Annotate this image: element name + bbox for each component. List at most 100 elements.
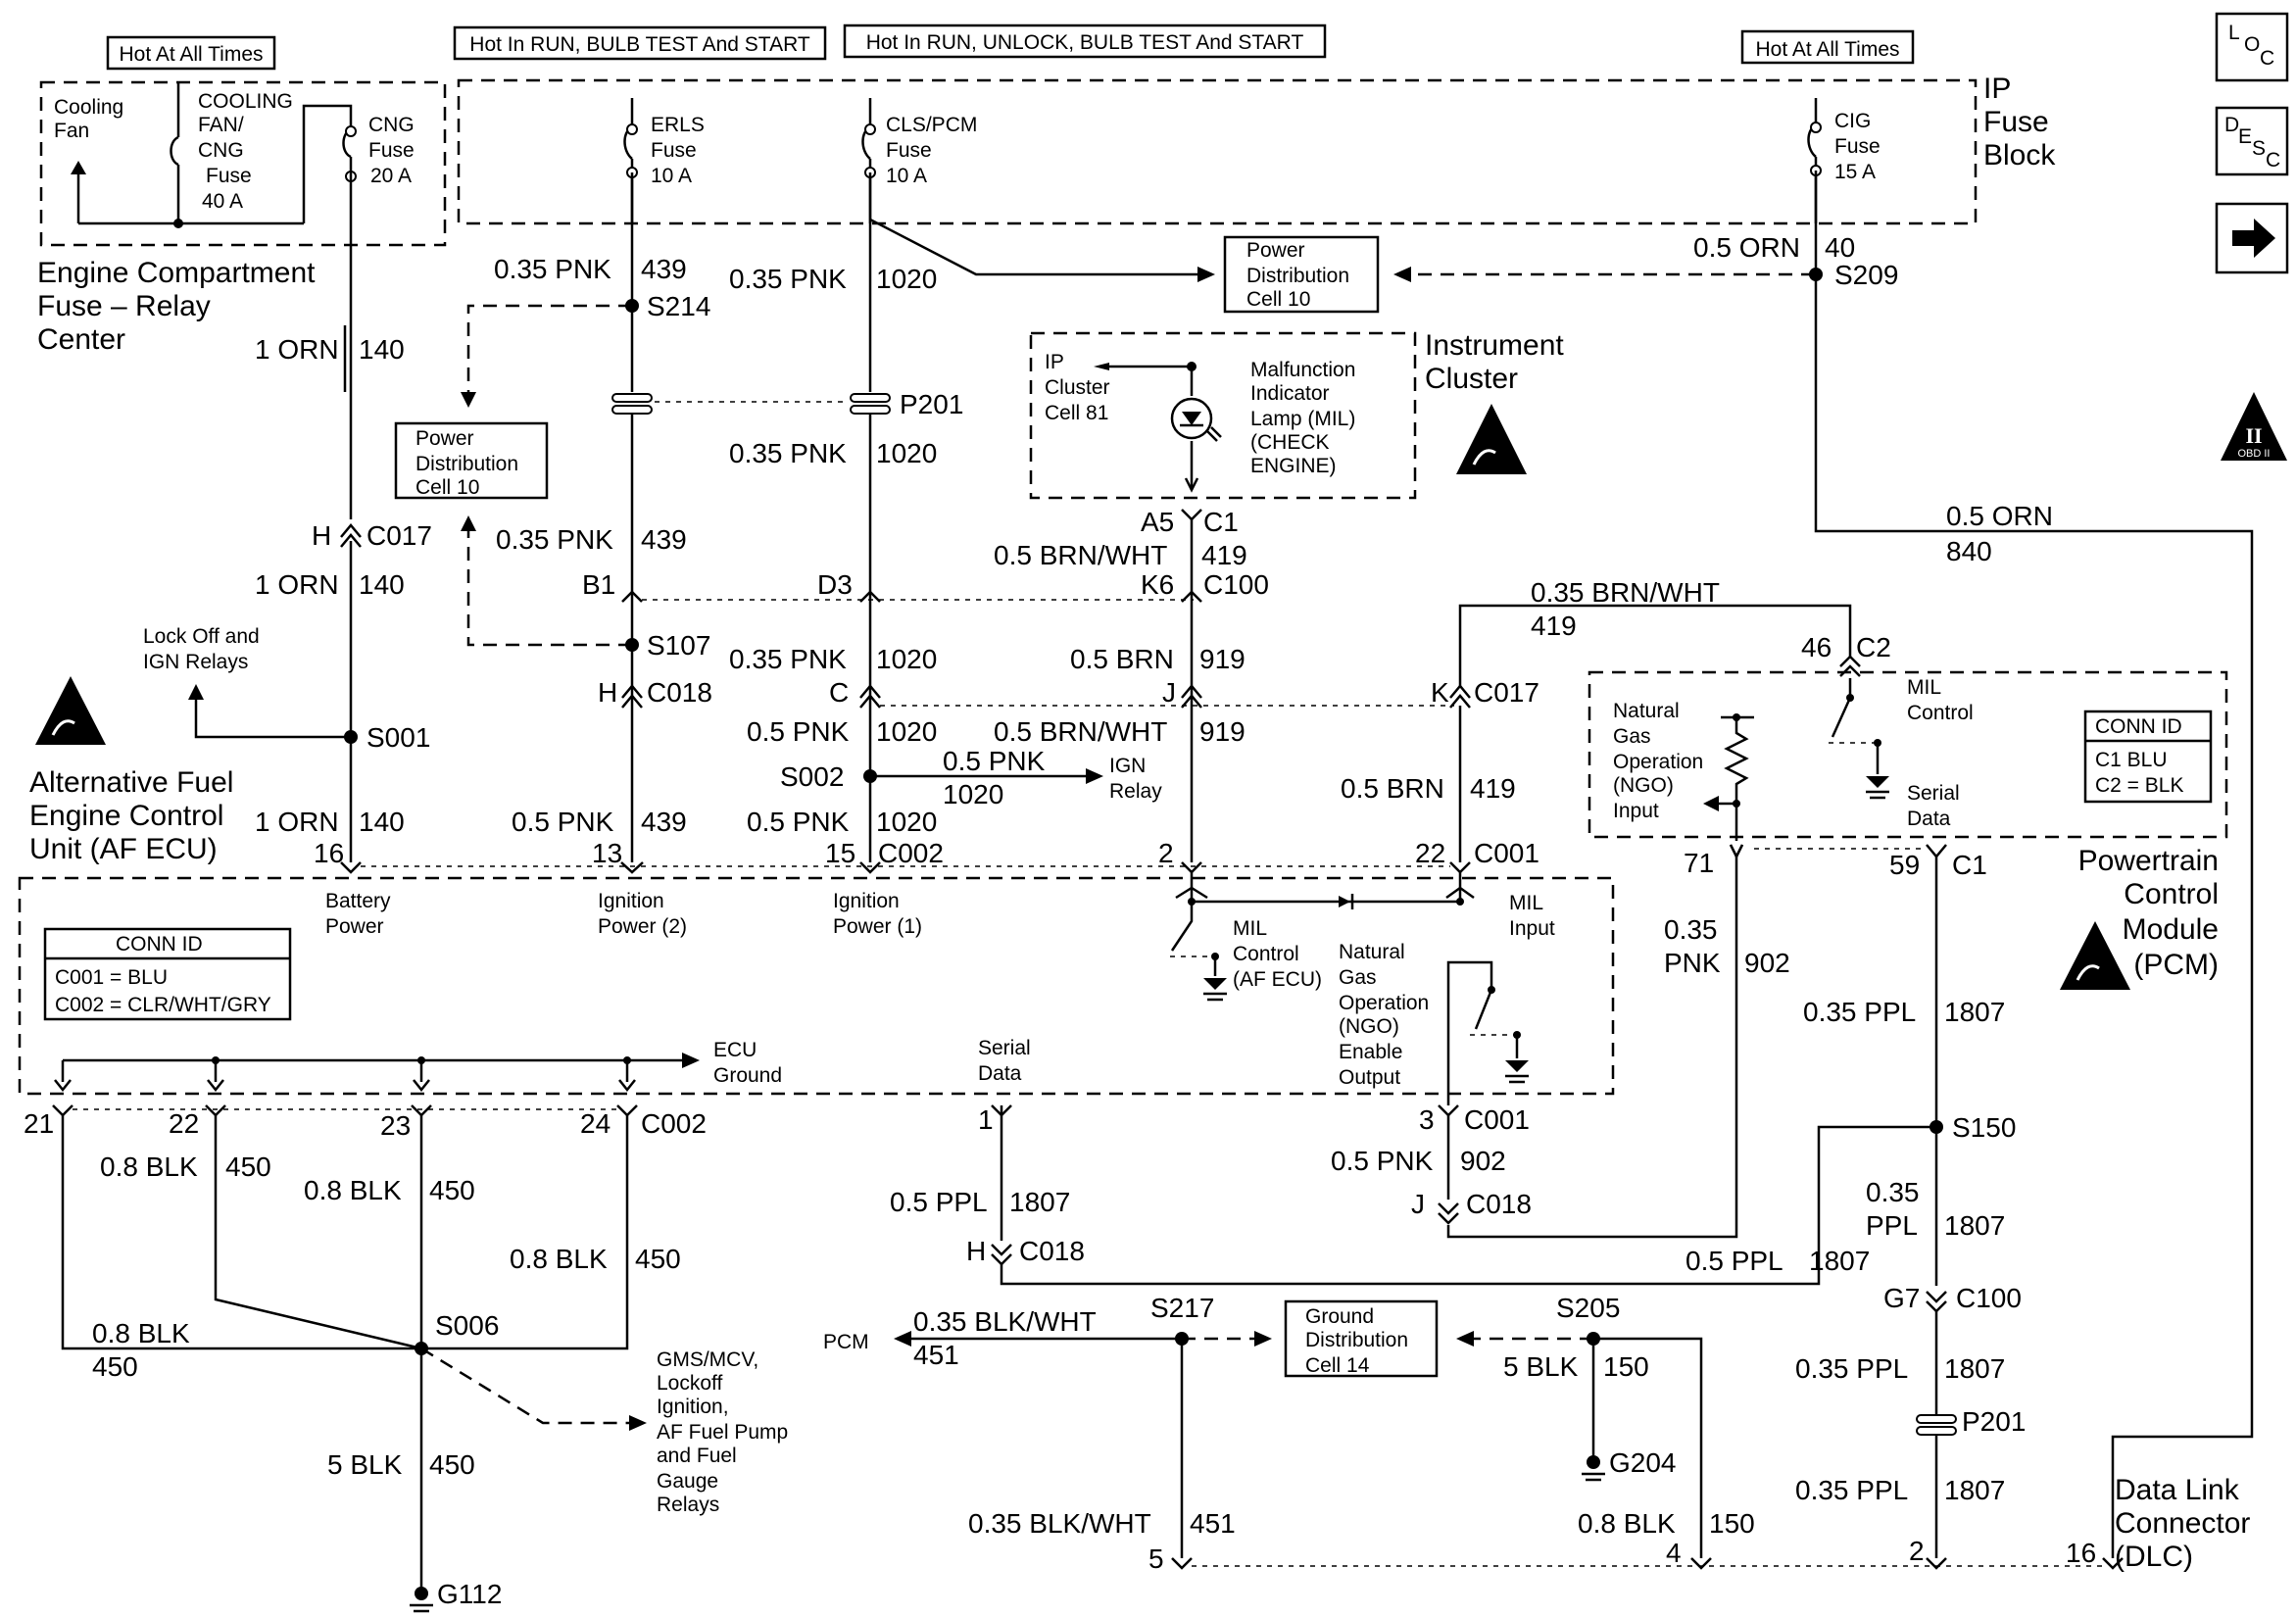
svg-text:Power (1): Power (1): [833, 915, 922, 938]
svg-text:902: 902: [1460, 1146, 1506, 1176]
svg-text:1020: 1020: [876, 438, 937, 468]
svg-text:Powertrain: Powertrain: [2078, 845, 2219, 877]
power-header-4-text: Hot At All Times: [1755, 38, 1899, 61]
svg-text:0.5 ORN: 0.5 ORN: [1693, 232, 1800, 263]
svg-text:Power: Power: [325, 915, 384, 938]
svg-text:L: L: [2228, 22, 2240, 44]
svg-text:(NGO): (NGO): [1613, 774, 1674, 797]
svg-text:D3: D3: [817, 569, 853, 600]
power-distribution-cell10-right[interactable]: Power Distribution Cell 10: [1223, 235, 1380, 314]
svg-text:G7: G7: [1883, 1283, 1920, 1313]
svg-text:0.5 BRN: 0.5 BRN: [1070, 644, 1174, 674]
svg-text:450: 450: [635, 1244, 681, 1274]
svg-text:16: 16: [2066, 1538, 2096, 1568]
pcm-mil-control: MIL Control: [1907, 676, 1974, 724]
svg-text:59: 59: [1889, 850, 1920, 880]
svg-text:C018: C018: [647, 677, 712, 708]
svg-text:Lock Off and: Lock Off and: [143, 625, 260, 648]
svg-text:S006: S006: [435, 1310, 499, 1341]
svg-text:Engine Control: Engine Control: [29, 800, 223, 832]
svg-text:919: 919: [1199, 644, 1246, 674]
svg-text:439: 439: [641, 254, 687, 284]
svg-text:C017: C017: [366, 520, 432, 551]
svg-text:Engine Compartment: Engine Compartment: [37, 257, 316, 289]
svg-text:0.35 BLK/WHT: 0.35 BLK/WHT: [913, 1306, 1097, 1337]
svg-text:Natural: Natural: [1613, 700, 1680, 722]
svg-text:Data: Data: [1907, 808, 1951, 830]
svg-text:Instrument: Instrument: [1425, 329, 1564, 362]
ecu-mil-input-label: MIL Input: [1509, 892, 1555, 940]
af-ecu-esd-icon: [35, 676, 106, 745]
cooling-fuse-icon: [170, 135, 179, 167]
svg-text:S209: S209: [1834, 260, 1898, 290]
svg-text:C018: C018: [1466, 1189, 1532, 1219]
svg-text:0.35 PNK: 0.35 PNK: [496, 524, 613, 555]
svg-text:1807: 1807: [1944, 1475, 2005, 1505]
svg-text:1020: 1020: [876, 264, 937, 294]
svg-text:0.8 BLK: 0.8 BLK: [304, 1175, 402, 1205]
cooling-fuse-label: COOLING FAN/ CNG Fuse 40 A: [198, 90, 293, 213]
svg-text:450: 450: [429, 1449, 475, 1480]
svg-text:Ground: Ground: [713, 1064, 782, 1087]
svg-text:Cell 14: Cell 14: [1305, 1354, 1370, 1377]
svg-text:Power: Power: [415, 427, 474, 450]
svg-text:G112: G112: [437, 1579, 502, 1609]
svg-text:1 ORN: 1 ORN: [255, 334, 339, 365]
svg-text:Natural: Natural: [1339, 941, 1405, 963]
svg-text:PCM: PCM: [823, 1331, 869, 1353]
svg-text:ERLS: ERLS: [651, 114, 705, 136]
svg-text:1807: 1807: [1944, 1353, 2005, 1384]
svg-text:451: 451: [1190, 1508, 1236, 1539]
svg-text:0.5 PNK: 0.5 PNK: [1331, 1146, 1434, 1176]
svg-text:C: C: [829, 677, 849, 708]
svg-text:15: 15: [825, 838, 855, 868]
location-icon[interactable]: LOC: [2215, 12, 2289, 82]
svg-text:71: 71: [1684, 848, 1714, 878]
ground-distribution-cell14[interactable]: Ground Distribution Cell 14: [1284, 1299, 1439, 1378]
svg-text:Serial: Serial: [1907, 782, 1960, 805]
svg-text:450: 450: [92, 1351, 138, 1382]
pcm-esd-icon: [2060, 921, 2130, 990]
svg-text:Center: Center: [37, 323, 125, 356]
svg-text:C002 = CLR/WHT/GRY: C002 = CLR/WHT/GRY: [55, 994, 271, 1016]
svg-text:GMS/MCV,: GMS/MCV,: [657, 1348, 758, 1371]
svg-text:450: 450: [429, 1175, 475, 1205]
right-arrow-icon[interactable]: [2215, 202, 2289, 274]
cng-fuse-label: CNG Fuse 20 A: [368, 114, 415, 187]
svg-text:ECU: ECU: [713, 1039, 757, 1061]
svg-text:C100: C100: [1956, 1283, 2022, 1313]
svg-text:IP: IP: [1045, 351, 1064, 373]
svg-text:Block: Block: [1983, 139, 2056, 172]
svg-text:1020: 1020: [876, 716, 937, 747]
svg-text:2: 2: [1909, 1536, 1925, 1566]
svg-text:0.35 BRN/WHT: 0.35 BRN/WHT: [1531, 577, 1720, 608]
ip-fuse-block-box: [457, 78, 1978, 225]
svg-text:C002: C002: [641, 1108, 707, 1139]
svg-text:Fuse – Relay: Fuse – Relay: [37, 290, 211, 322]
wire-451: [911, 1337, 1184, 1558]
power-distribution-cell10-left[interactable]: Power Distribution Cell 10: [394, 421, 549, 500]
svg-text:G204: G204: [1609, 1447, 1677, 1478]
svg-text:13: 13: [592, 838, 622, 868]
svg-text:Ignition,: Ignition,: [657, 1396, 729, 1418]
svg-text:P201: P201: [1962, 1406, 2026, 1437]
svg-text:1 ORN: 1 ORN: [255, 569, 339, 600]
wire-840: [1814, 171, 2254, 1558]
svg-text:PPL: PPL: [1866, 1210, 1918, 1241]
svg-text:1020: 1020: [876, 807, 937, 837]
svg-text:A5: A5: [1141, 507, 1174, 537]
svg-text:Cooling: Cooling: [54, 96, 123, 119]
svg-text:0.5 PNK: 0.5 PNK: [943, 746, 1046, 776]
svg-text:OBD II: OBD II: [2237, 448, 2270, 460]
esd-warning-icon: [1456, 404, 1527, 474]
svg-text:S001: S001: [366, 722, 430, 753]
svg-text:CNG: CNG: [368, 114, 415, 136]
svg-text:AF Fuel Pump: AF Fuel Pump: [657, 1421, 788, 1444]
mil-label: Malfunction Indicator Lamp (MIL) (CHECK …: [1250, 359, 1355, 477]
svg-text:CONN ID: CONN ID: [2095, 715, 2182, 738]
ip-cluster-ref[interactable]: IP Cluster Cell 81: [1045, 351, 1110, 424]
svg-text:C2: C2: [1856, 632, 1891, 662]
